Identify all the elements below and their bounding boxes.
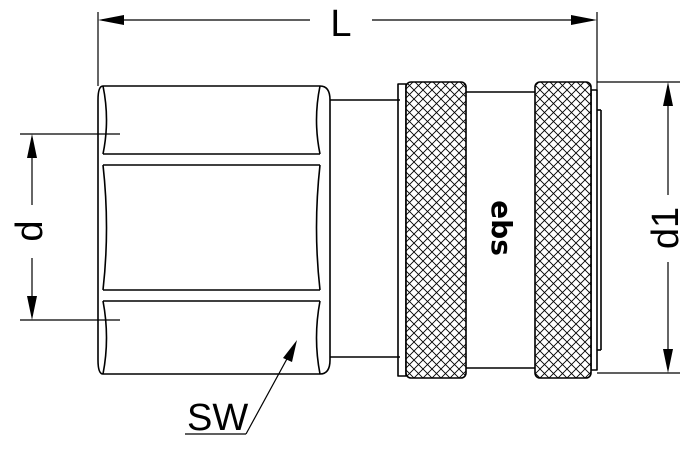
dimension-label-wrench-size: SW xyxy=(187,397,248,439)
hex-body xyxy=(97,85,331,375)
knurled-band-left xyxy=(405,81,467,379)
dimension-label-outer-diameter: d1 xyxy=(645,207,687,249)
dimension-thread-diameter xyxy=(20,133,120,321)
dimension-length xyxy=(97,12,598,90)
dimension-label-length: L xyxy=(330,3,351,45)
neck xyxy=(330,99,400,358)
logo: ebs xyxy=(485,200,518,256)
dimension-label-thread-diameter: d xyxy=(9,220,51,241)
dimension-outer-diameter xyxy=(597,81,680,374)
wrench-size-leader xyxy=(185,340,297,435)
knurled-band-right xyxy=(534,81,592,379)
logo-text: ebs xyxy=(485,200,518,256)
